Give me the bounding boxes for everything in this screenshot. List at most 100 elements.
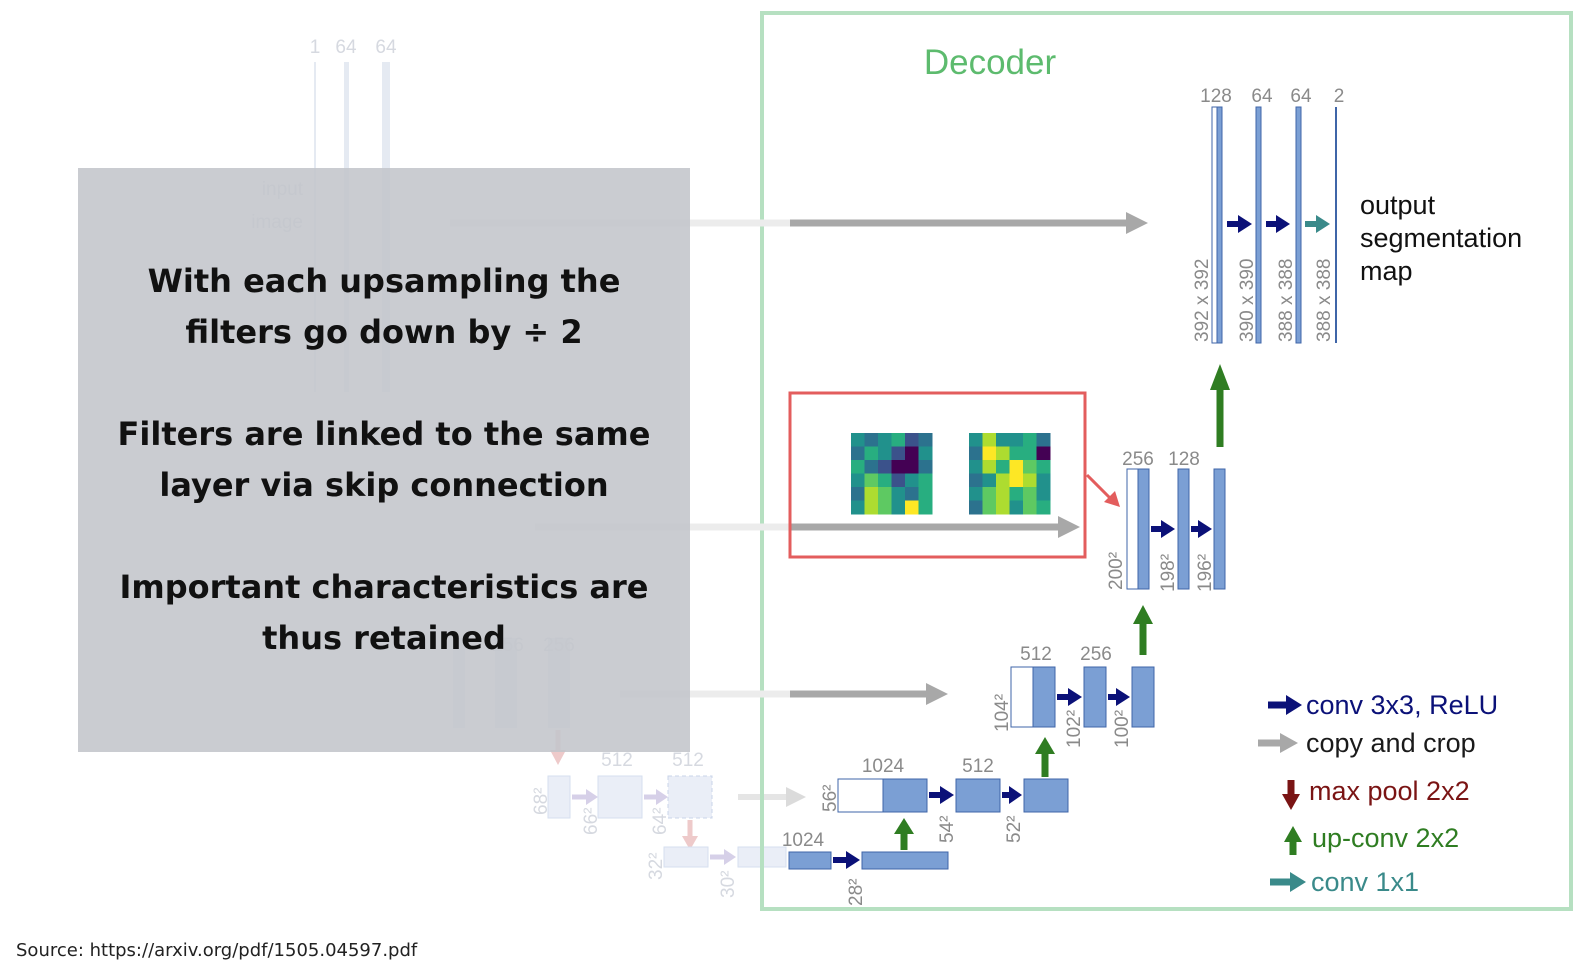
heatmap-cell — [918, 473, 933, 488]
heatmap-cell — [864, 473, 879, 488]
heatmap-cell — [918, 460, 933, 474]
heatmap-cell — [905, 487, 919, 501]
skip-connection-highlight-box — [788, 391, 1087, 559]
conv-arrow-head — [1161, 520, 1175, 538]
upconv-arrow-head — [1035, 737, 1055, 754]
right-arrow-icon-head — [1286, 695, 1302, 715]
heatmap-cell — [969, 460, 983, 474]
decoder-level-1: 128 392 x 392 64 390 x 390 64 388 x 388 … — [1192, 86, 1522, 344]
heatmap-cell — [1009, 446, 1024, 461]
upconv-arrow-head — [894, 818, 914, 834]
heatmap-cell — [891, 460, 906, 474]
feature-block — [1177, 468, 1190, 590]
heatmap-cell — [1036, 487, 1051, 501]
heatmap-cell — [982, 473, 997, 488]
heatmap-cell — [1023, 446, 1037, 461]
source-citation: Source: https://arxiv.org/pdf/1505.04597… — [16, 940, 418, 961]
heatmap-cell — [1036, 473, 1051, 488]
legend-label: up-conv 2x2 — [1312, 823, 1459, 853]
teal-right-arrow-icon-head — [1290, 872, 1306, 892]
dim-label: 388 x 388 — [1276, 259, 1297, 342]
heatmap-cell — [864, 460, 879, 474]
heatmap-cell — [1036, 500, 1051, 515]
feature-block — [1255, 106, 1262, 344]
dim-label: 198² — [1158, 554, 1179, 592]
heatmap-cell — [996, 487, 1010, 501]
heatmap-cell — [969, 487, 983, 501]
heatmap-cell — [1036, 446, 1051, 461]
enc-dim-label: 68² — [531, 788, 552, 815]
feature-block — [955, 778, 1001, 813]
dim-label: 100² — [1112, 710, 1133, 748]
channel-label: 128 — [1200, 86, 1232, 107]
dim-label: 102² — [1064, 710, 1085, 748]
legend-label: conv 1x1 — [1311, 867, 1419, 897]
heatmap-cell — [969, 500, 983, 515]
conv1x1-arrow-head — [1316, 215, 1330, 233]
heatmap-cell — [891, 473, 906, 488]
enc-channel-label: 64 — [335, 37, 357, 58]
feature-block — [788, 851, 832, 870]
bottleneck-level: 1024 28² — [782, 818, 949, 906]
heatmap-cell — [1023, 473, 1037, 488]
heatmap-cell — [969, 433, 983, 447]
conv-arrow-head — [1198, 520, 1212, 538]
feature-block — [1295, 106, 1302, 344]
faded-copy-arrow-head — [786, 787, 806, 807]
heatmap-cell — [1023, 433, 1037, 447]
enc-channel-label: 512 — [672, 750, 704, 771]
enc-conv-arrow-head — [656, 789, 668, 805]
enc-conv-arrow-head — [724, 849, 736, 865]
upconv-arrow-head — [1210, 364, 1230, 390]
heatmap-cell — [1009, 473, 1024, 488]
heatmap-cell — [891, 487, 906, 501]
heatmap-cell — [996, 500, 1010, 515]
heatmap-cell — [905, 460, 919, 474]
conv-arrow-head — [1068, 688, 1082, 706]
copied-feature-block — [1126, 468, 1139, 590]
enc-dim-label: 32² — [646, 853, 667, 880]
heatmap-cell — [1023, 487, 1037, 501]
feature-block — [1213, 468, 1226, 590]
heatmap-cell — [996, 446, 1010, 461]
up-arrow-icon-head — [1284, 826, 1302, 842]
feature-map-heatmap — [969, 433, 1051, 515]
heatmap-cell — [918, 446, 933, 461]
heatmap-cell — [1036, 460, 1051, 474]
copied-feature-block — [837, 778, 884, 813]
heatmap-cell — [982, 460, 997, 474]
enc-dim-label: 66² — [581, 808, 602, 835]
enc-block — [667, 775, 713, 819]
enc-pool-arrow-head — [682, 836, 698, 850]
conv-arrow-head — [1009, 786, 1022, 804]
overlay-paragraph: Filters are linked to the same layer via… — [117, 415, 651, 504]
heatmap-cell — [982, 446, 997, 461]
decoder-level-4: 1024 56² 512 54² 52² — [820, 737, 1069, 843]
heatmap-cell — [851, 433, 865, 447]
dim-label: 104² — [992, 694, 1013, 732]
dim-label: 200² — [1106, 552, 1127, 590]
feature-block — [1137, 468, 1150, 590]
output-label: segmentation — [1360, 223, 1522, 253]
heatmap-cell — [878, 473, 892, 488]
heatmap-cell — [851, 473, 865, 488]
heatmap-cell — [878, 433, 892, 447]
output-label: map — [1360, 256, 1413, 286]
heatmap-cell — [1036, 433, 1051, 447]
dim-label: 390 x 390 — [1237, 259, 1258, 342]
heatmap-cell — [864, 433, 879, 447]
legend: conv 3x3, ReLU copy and crop max pool 2x… — [1258, 690, 1498, 897]
heatmap-cell — [864, 446, 879, 461]
heatmap-cell — [918, 433, 933, 447]
channel-label: 64 — [1251, 86, 1273, 107]
heatmap-cell — [891, 433, 906, 447]
enc-dim-label: 30² — [718, 871, 739, 898]
copied-feature-block — [1010, 666, 1034, 728]
highlight-pointer-arrow-head — [1104, 491, 1120, 507]
heatmap-cell — [996, 433, 1010, 447]
channel-label: 128 — [1168, 449, 1200, 470]
down-arrow-icon-head — [1282, 794, 1300, 810]
heatmap-cell — [982, 500, 997, 515]
legend-label: copy and crop — [1306, 728, 1476, 758]
heatmap-cell — [878, 446, 892, 461]
